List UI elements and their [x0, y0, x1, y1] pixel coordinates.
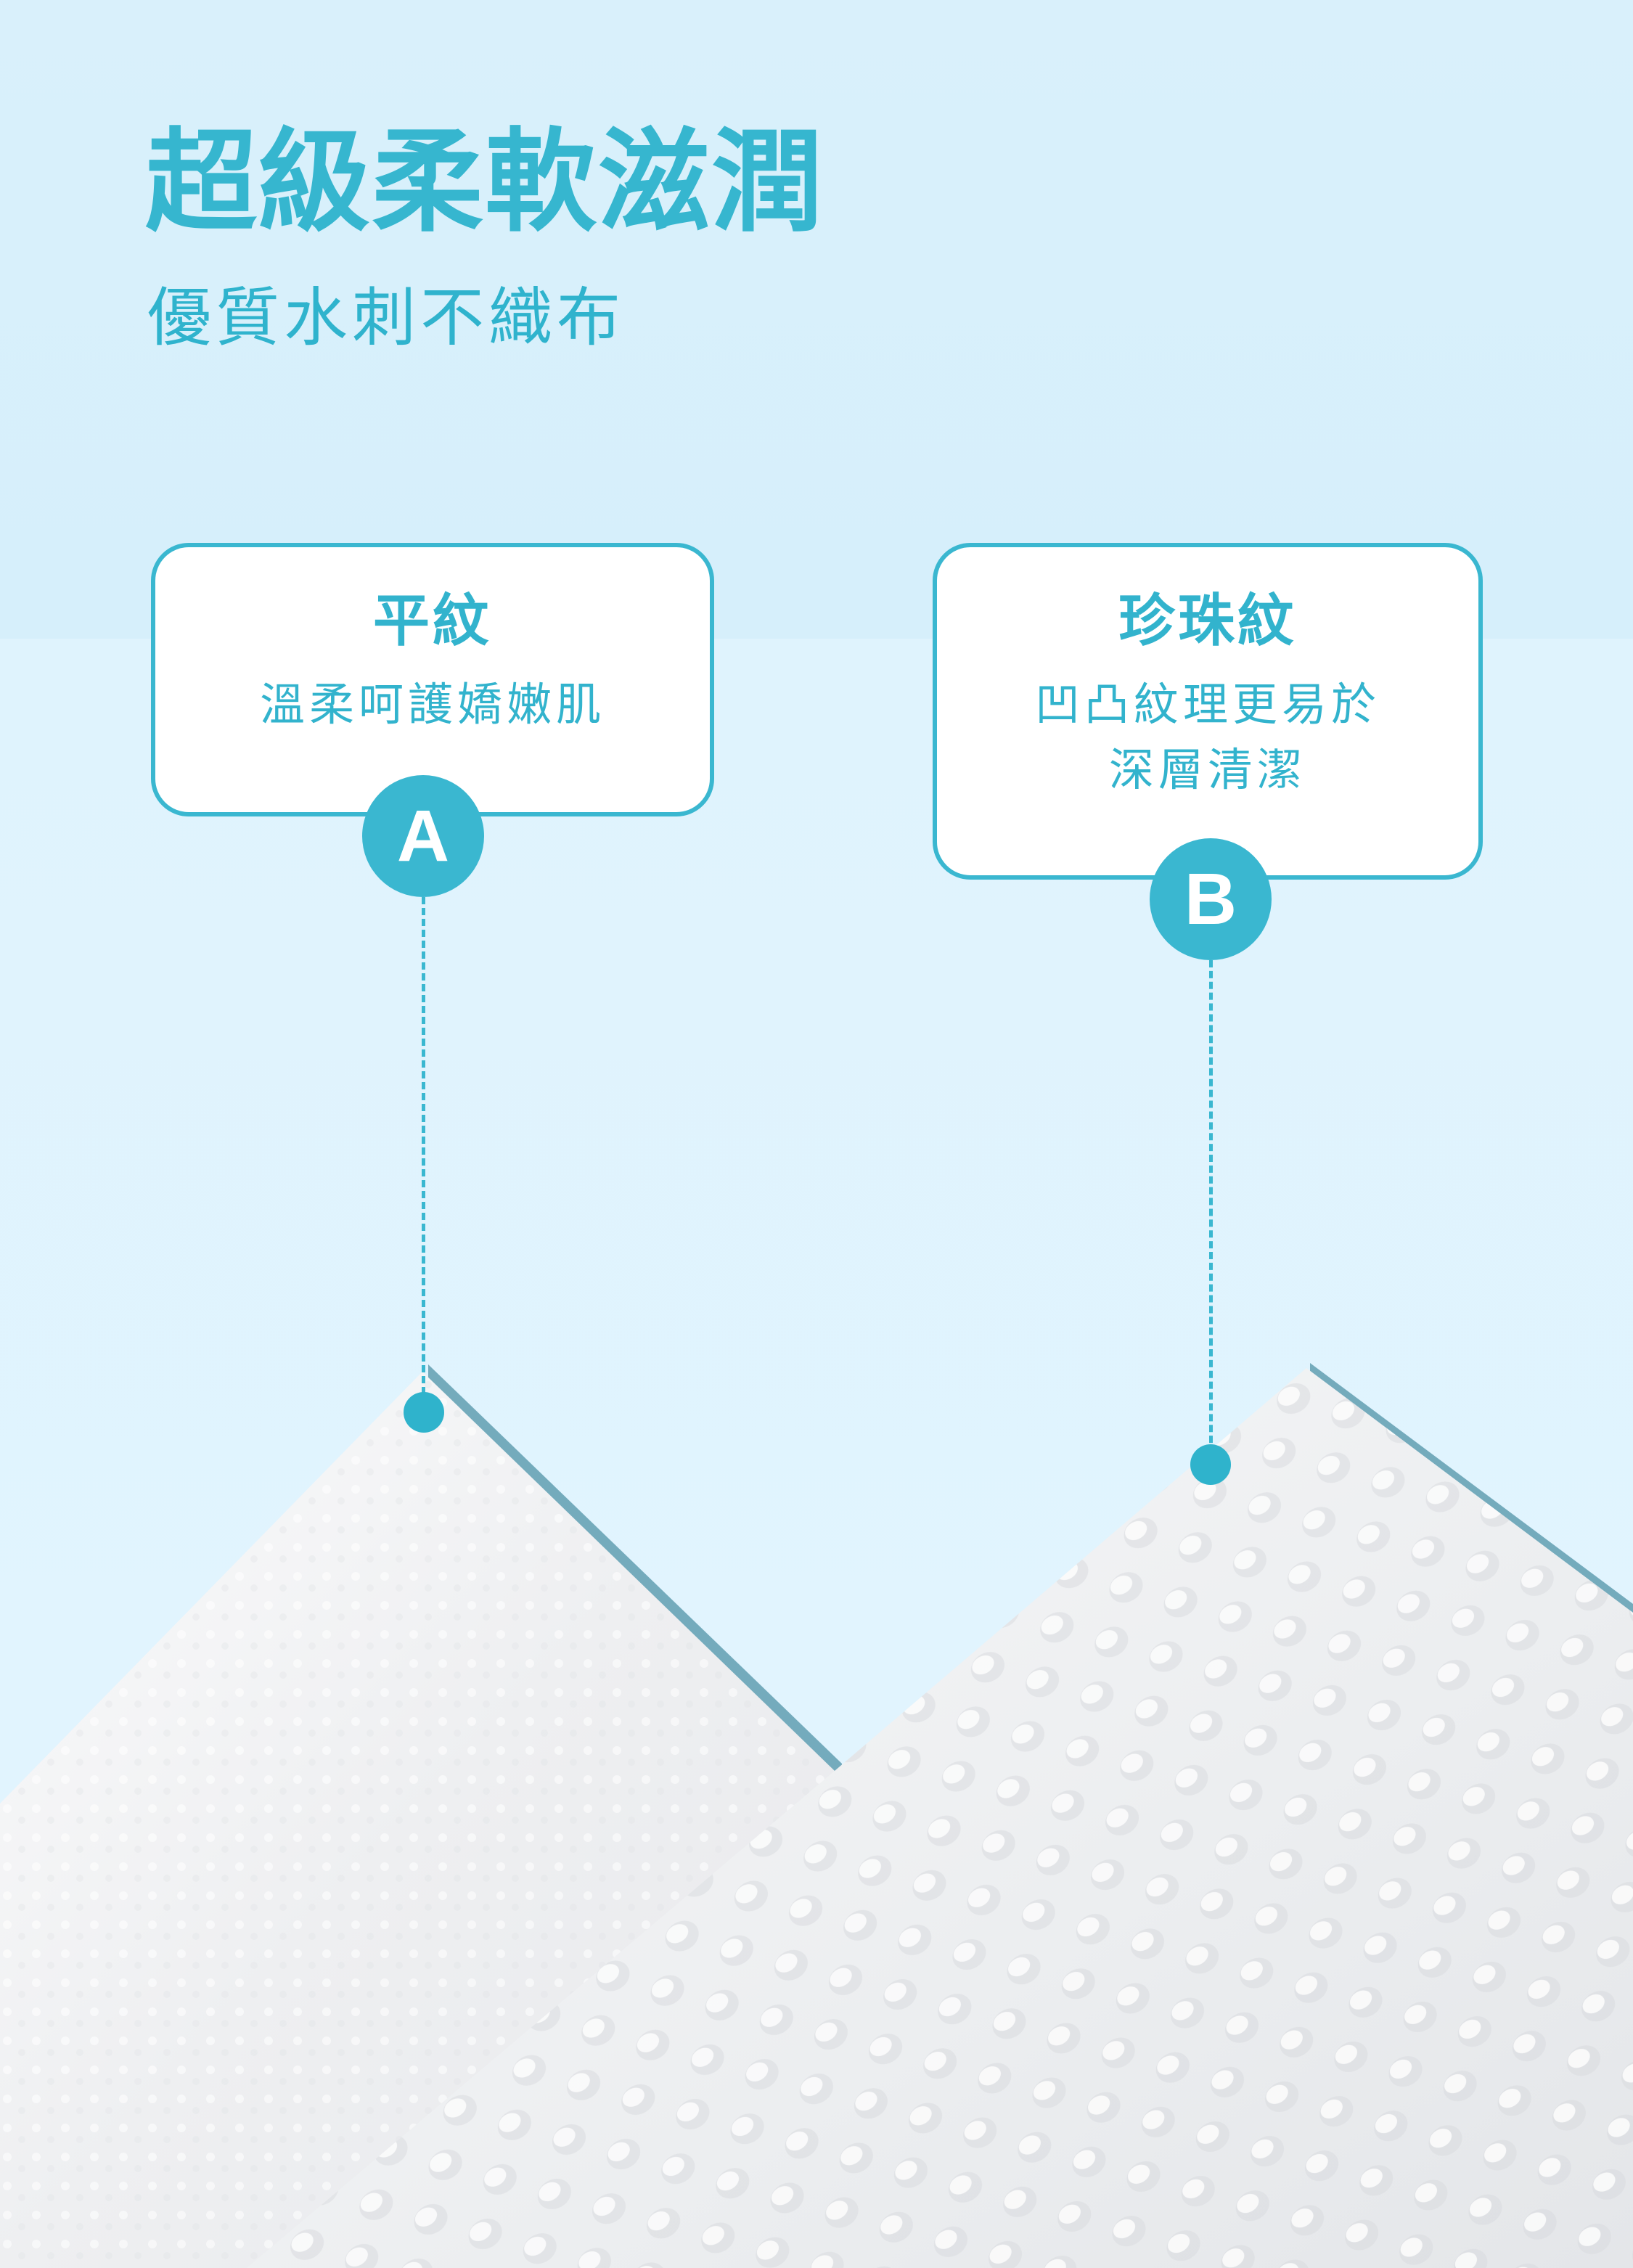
page-title: 超級柔軟滋潤: [145, 118, 825, 247]
card-b-description: 凹凸紋理更易於 深層清潔: [937, 672, 1478, 803]
badge-a: A: [362, 775, 484, 897]
card-plain-texture: 平紋 溫柔呵護嬌嫩肌: [151, 543, 714, 816]
card-a-title: 平紋: [372, 589, 492, 654]
connector-line-a: [422, 897, 425, 1405]
connector-line-b: [1209, 960, 1213, 1454]
pointer-dot-a: [404, 1392, 444, 1433]
card-b-description-line-1: 凹凸紋理更易於: [1034, 677, 1380, 731]
card-b-description-line-2: 深層清潔: [1108, 742, 1306, 796]
card-a-description: 溫柔呵護嬌嫩肌: [155, 672, 710, 737]
card-b-title: 珍珠紋: [1118, 589, 1297, 654]
badge-b: B: [1150, 838, 1272, 960]
card-a-description-line: 溫柔呵護嬌嫩肌: [259, 677, 605, 731]
pointer-dot-b: [1190, 1444, 1231, 1485]
card-pearl-texture: 珍珠紋 凹凸紋理更易於 深層清潔: [933, 543, 1483, 880]
page-subtitle: 優質水刺不織布: [147, 280, 626, 355]
